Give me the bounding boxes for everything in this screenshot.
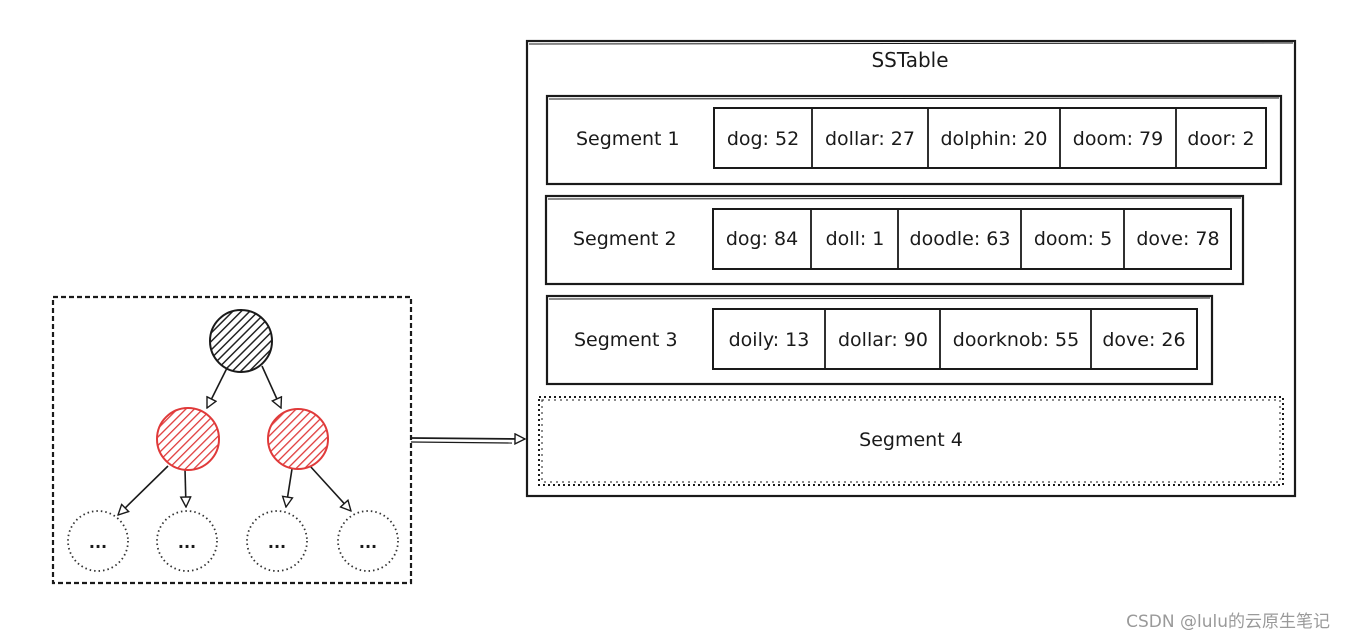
leaf-label: ... — [89, 533, 107, 552]
tree-edge — [118, 465, 169, 515]
tree-edge — [309, 465, 351, 511]
sstable-title: SSTable — [871, 48, 948, 72]
memtable-box — [51, 295, 413, 585]
entry-text: doom: 5 — [1034, 228, 1112, 250]
sstable: SSTable Segment 1 dog: 52 dollar: 27 dol… — [525, 39, 1297, 498]
entry-text: doll: 1 — [826, 228, 885, 250]
entry-text: door: 2 — [1187, 128, 1254, 150]
segment-3: Segment 3 doily: 13 dollar: 90 doorknob:… — [545, 294, 1214, 386]
entry-text: doily: 13 — [729, 329, 810, 351]
entry-text: dolphin: 20 — [940, 128, 1047, 150]
entry-box — [712, 308, 1198, 370]
segment-box — [545, 94, 1283, 186]
segment-4: Segment 4 — [538, 396, 1284, 486]
segment-label: Segment 4 — [859, 429, 963, 451]
leaf-node — [246, 510, 308, 572]
entry-text: doorknob: 55 — [953, 329, 1079, 351]
tree-edge — [206, 365, 229, 408]
entry-text: dog: 84 — [726, 228, 798, 250]
segment-1: Segment 1 dog: 52 dollar: 27 dolphin: 20… — [545, 94, 1283, 186]
red-tree-node — [267, 408, 329, 470]
segment-label: Segment 2 — [573, 228, 677, 250]
leaf-label: ... — [268, 533, 286, 552]
entry-text: dollar: 27 — [825, 128, 915, 150]
segment-box — [545, 294, 1214, 386]
entry-text: dove: 78 — [1136, 228, 1219, 250]
segment-label: Segment 3 — [574, 329, 678, 351]
segment-label: Segment 1 — [576, 128, 680, 150]
entry-box — [713, 107, 1267, 169]
segment-box — [544, 194, 1245, 286]
pending-segment-box — [538, 396, 1284, 486]
leaf-node — [337, 510, 399, 572]
leaf-label: ... — [178, 533, 196, 552]
sstable-box — [525, 39, 1297, 498]
entry-text: doodle: 63 — [910, 228, 1011, 250]
flush-arrow — [410, 438, 525, 443]
entry-box — [712, 208, 1232, 270]
watermark: CSDN @lulu的云原生笔记 — [1126, 612, 1330, 632]
red-tree-node — [156, 407, 220, 471]
tree-edge — [286, 468, 292, 507]
leaf-node — [156, 510, 218, 572]
tree-edge — [261, 365, 281, 408]
leaf-label: ... — [359, 533, 377, 552]
black-tree-node — [209, 309, 273, 373]
entry-text: dog: 52 — [727, 128, 799, 150]
tree-edge — [185, 468, 186, 507]
memtable-tree: ... ... ... ... — [51, 295, 413, 585]
entry-text: doom: 79 — [1073, 128, 1163, 150]
segment-2: Segment 2 dog: 84 doll: 1 doodle: 63 doo… — [544, 194, 1245, 286]
entry-text: dollar: 90 — [838, 329, 928, 351]
entry-text: dove: 26 — [1102, 329, 1185, 351]
leaf-node — [67, 510, 129, 572]
